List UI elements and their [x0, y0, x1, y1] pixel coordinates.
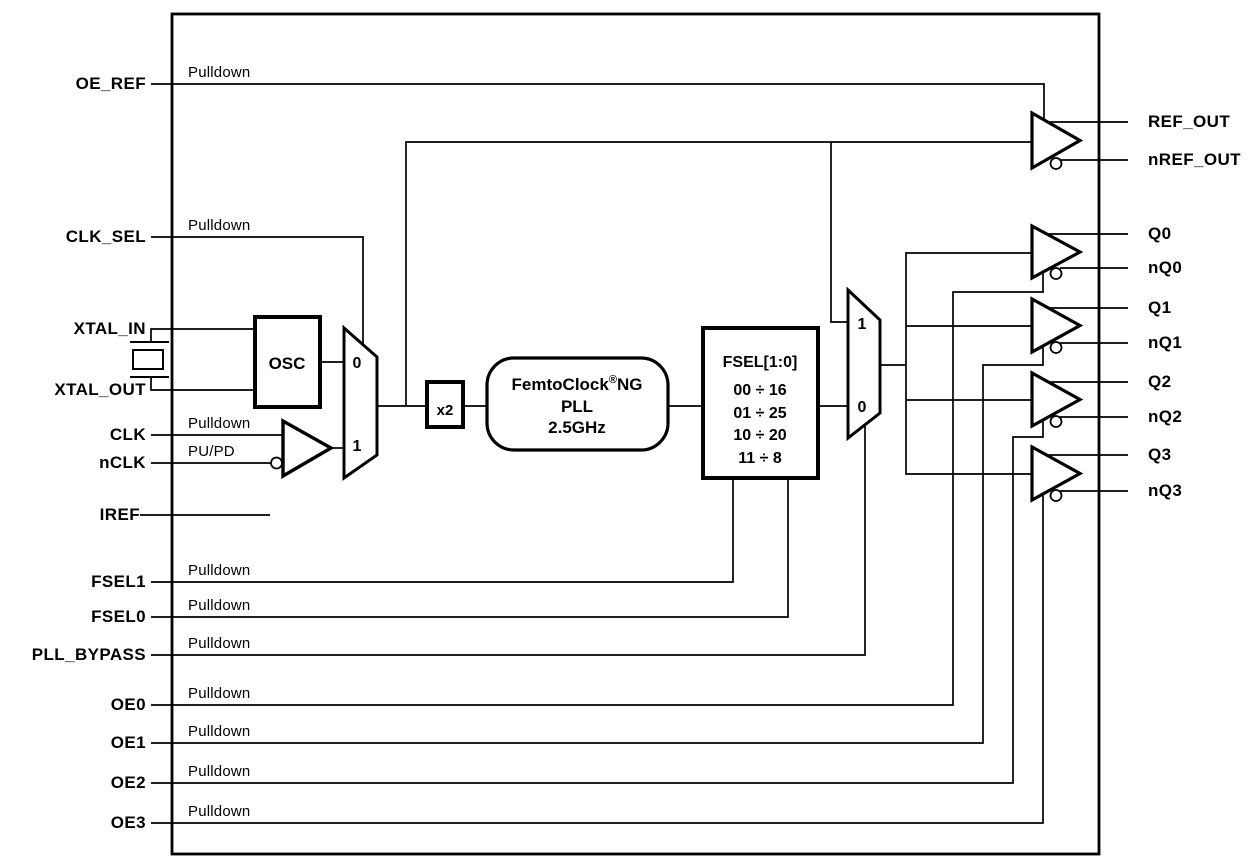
note-pulldown-fsel1: Pulldown: [188, 562, 250, 579]
pin-label-clk: CLK: [110, 425, 146, 444]
osc-block: [253, 315, 322, 409]
note-pulldown-oe2: Pulldown: [188, 763, 250, 780]
nq3-inversion-bubble: [1049, 489, 1063, 502]
input-mux: [342, 324, 379, 481]
note-pulldown-oe1: Pulldown: [188, 723, 250, 740]
fsel-table-row-1: 01 ÷ 25: [733, 405, 786, 422]
note-pulldown-oe3: Pulldown: [188, 803, 250, 820]
input-mux-select-0: 0: [353, 355, 362, 372]
pin-label-q3: Q3: [1148, 445, 1171, 464]
wire-bypass-branch: [830, 142, 850, 323]
pin-label-fsel1: FSEL1: [91, 572, 146, 591]
pll-block: [485, 356, 670, 452]
input-mux-select-1: 1: [353, 438, 362, 455]
wire-clk-sel: [151, 236, 364, 348]
pin-label-q0: Q0: [1148, 224, 1171, 243]
pin-label-oe-ref: OE_REF: [76, 74, 146, 93]
q3-output-buffer: [1030, 444, 1084, 503]
wire-oe0: [151, 271, 1044, 706]
note-pulldown-clk: Pulldown: [188, 415, 250, 432]
note-pulldown-clk-sel: Pulldown: [188, 217, 250, 234]
pin-label-iref: IREF: [100, 505, 140, 524]
frequency-doubler-block: [425, 380, 465, 429]
osc-block-label: OSC: [269, 354, 306, 373]
pll-name: FemtoClock: [512, 375, 610, 394]
wire-fsel1: [151, 477, 734, 583]
pin-label-nq2: nQ2: [1148, 407, 1182, 426]
wire-xtal-out: [150, 377, 257, 391]
wire-pll-bypass: [151, 419, 866, 656]
pin-label-nq3: nQ3: [1148, 481, 1182, 500]
registered-mark: ®: [609, 374, 617, 386]
fsel-divider-block: [701, 326, 820, 480]
pin-label-q2: Q2: [1148, 372, 1171, 391]
q0-output-buffer: [1030, 223, 1084, 281]
pin-label-oe0: OE0: [111, 695, 146, 714]
pin-label-xtal-in: XTAL_IN: [74, 319, 146, 338]
pll-block-frequency: 2.5GHz: [548, 418, 606, 437]
pll-block-line2: PLL: [561, 397, 593, 416]
nq1-inversion-bubble: [1049, 341, 1063, 354]
chip-boundary-box: [170, 12, 1101, 856]
nq0-inversion-bubble: [1049, 267, 1063, 280]
crystal-symbol: [130, 341, 169, 378]
wire-oe3: [151, 493, 1044, 824]
pin-label-nq1: nQ1: [1148, 333, 1182, 352]
wire-oe1: [151, 345, 1044, 744]
pin-label-ref-out: REF_OUT: [1148, 112, 1230, 131]
note-pulldown-fsel0: Pulldown: [188, 597, 250, 614]
pin-label-nclk: nCLK: [99, 453, 146, 472]
pll-name-suffix: NG: [617, 375, 643, 394]
output-mux-select-1: 1: [858, 316, 867, 333]
pin-label-oe2: OE2: [111, 773, 146, 792]
pin-label-clk-sel: CLK_SEL: [66, 227, 146, 246]
fsel-table-row-0: 00 ÷ 16: [733, 382, 786, 399]
output-mux-select-0: 0: [858, 399, 867, 416]
q1-output-buffer: [1030, 296, 1084, 355]
nq2-inversion-bubble: [1049, 415, 1063, 428]
note-pulldown-oe0: Pulldown: [188, 685, 250, 702]
pin-label-oe1: OE1: [111, 733, 146, 752]
q2-output-buffer: [1030, 370, 1084, 429]
pin-label-xtal-out: XTAL_OUT: [54, 380, 146, 399]
wire-oe-ref: [151, 83, 1045, 124]
fsel-table-row-3: 11 ÷ 8: [738, 450, 782, 467]
pin-label-oe3: OE3: [111, 813, 146, 832]
pin-label-q1: Q1: [1148, 298, 1171, 317]
note-pulldown-pll-bypass: Pulldown: [188, 635, 250, 652]
fsel-table-row-2: 10 ÷ 20: [733, 427, 786, 444]
pll-block-title: FemtoClock®NG: [512, 374, 643, 394]
crystal-body: [132, 349, 164, 370]
clk-input-buffer: [281, 418, 335, 479]
note-pupd-nclk: PU/PD: [188, 443, 235, 460]
pin-label-fsel0: FSEL0: [91, 607, 146, 626]
wire-oe2: [151, 419, 1044, 784]
wire-ref-feed: [405, 141, 1032, 406]
wire-xtal-in: [150, 328, 257, 342]
pin-label-nq0: nQ0: [1148, 258, 1182, 277]
nref-inversion-bubble: [1049, 157, 1063, 170]
fsel-table-title: FSEL[1:0]: [723, 354, 798, 371]
pin-label-pll-bypass: PLL_BYPASS: [32, 645, 146, 664]
output-mux: [846, 286, 882, 442]
ref-output-buffer: [1030, 110, 1084, 171]
doubler-block-label: x2: [437, 402, 454, 419]
pin-label-nref-out: nREF_OUT: [1148, 150, 1241, 169]
wire-fsel0: [151, 477, 789, 618]
note-pulldown-oe-ref: Pulldown: [188, 64, 250, 81]
nclk-inversion-bubble: [270, 456, 283, 470]
wire-clock-distribution: [905, 252, 1032, 475]
